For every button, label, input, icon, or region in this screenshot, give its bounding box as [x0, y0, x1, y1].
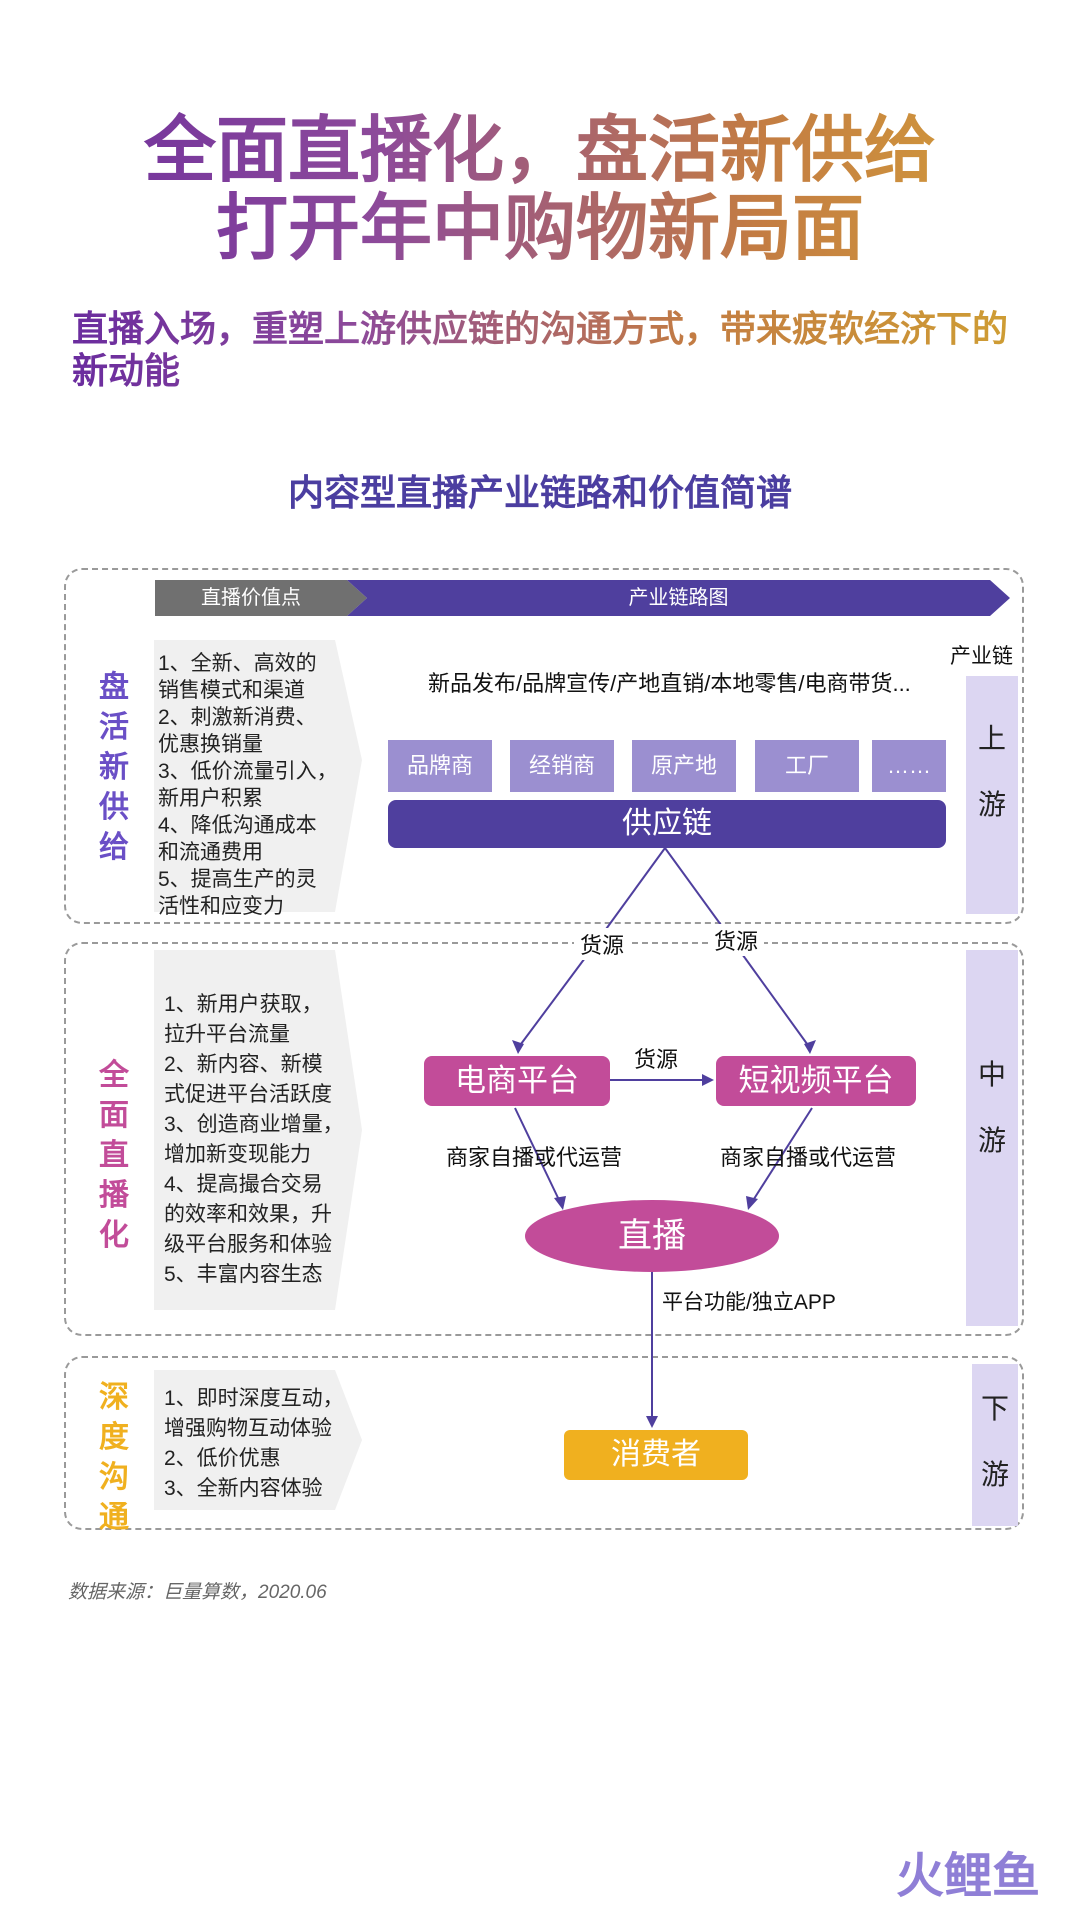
arrow-ecommerce-to-live [514, 1107, 561, 1203]
merchant-label-left: 商家自播或代运营 [446, 1145, 623, 1170]
arrow-to-ecommerce [517, 957, 586, 1049]
chip-factory: 工厂 [755, 740, 859, 792]
source-label-right: 货源 [708, 924, 765, 956]
upstream-list-bg [154, 640, 362, 912]
midstream-list-bg [154, 950, 362, 1310]
scene-text: 新品发布/品牌宣传/产地直销/本地零售/电商带货... [428, 671, 911, 696]
short-video-platform: 短视频平台 [716, 1056, 916, 1106]
watermark: 火鲤鱼 [895, 1850, 1040, 1903]
downstream-list: 1、即时深度互动， 增强购物互动体验 2、低价优惠 3、全新内容体验 [164, 1384, 364, 1504]
chip-origin: 原产地 [632, 740, 736, 792]
data-source: 数据来源：巨量算数，2020.06 [68, 1582, 327, 1603]
upstream-list: 1、全新、高效的 销售模式和渠道 2、刺激新消费、 优惠换销量 3、低价流量引入… [158, 650, 358, 920]
list-item: 2、低价优惠 [164, 1447, 281, 1470]
consumer-box: 消费者 [564, 1430, 748, 1480]
arrow-to-shortvideo [744, 957, 811, 1049]
chain-label: 产业链 [950, 645, 1013, 668]
list-item: 2、新内容、新模 式促进平台活跃度 [164, 1053, 332, 1106]
midstream-section [64, 942, 1024, 1336]
side-label-upstream: 盘活新供给 [99, 671, 129, 864]
title-line-1: 全面直播化，盘活新供给 [0, 108, 1080, 194]
side-label-downstream: 深度沟通 [99, 1381, 129, 1534]
midstream-list: 1、新用户获取， 拉升平台流量 2、新内容、新模 式促进平台活跃度 3、创造商业… [164, 990, 364, 1290]
list-item: 5、提高生产的灵 活性和应变力 [158, 868, 317, 918]
list-item: 1、即时深度互动， 增强购物互动体验 [164, 1387, 344, 1440]
tab-chain-shape [347, 580, 1010, 616]
stream-upstream: 上游 [966, 676, 1018, 914]
list-item: 3、创造商业增量， 增加新变现能力 [164, 1113, 344, 1166]
title-line-2: 打开年中购物新局面 [0, 186, 1080, 272]
stream-midstream: 中游 [966, 950, 1018, 1326]
list-item: 3、全新内容体验 [164, 1477, 323, 1500]
tab-value-shape [155, 580, 367, 616]
supply-chain-bar: 供应链 [388, 800, 946, 848]
subtitle: 直播入场，重塑上游供应链的沟通方式，带来疲软经济下的新动能 [72, 308, 1022, 392]
live-label: 直播 [618, 1217, 686, 1255]
list-item: 1、全新、高效的 销售模式和渠道 [158, 652, 317, 702]
tab-chain-diagram: 产业链路图 [628, 587, 729, 609]
source-label-left: 货源 [574, 928, 631, 960]
live-ellipse [525, 1200, 779, 1272]
list-item: 3、低价流量引入， 新用户积累 [158, 760, 338, 810]
list-item: 2、刺激新消费、 优惠换销量 [158, 706, 317, 756]
tab-value-points: 直播价值点 [201, 587, 301, 609]
upstream-section [64, 568, 1024, 924]
merchant-label-right: 商家自播或代运营 [720, 1145, 897, 1170]
downstream-list-bg [154, 1370, 362, 1510]
list-item: 5、丰富内容生态 [164, 1263, 323, 1286]
side-label-midstream: 全面直播化 [99, 1059, 129, 1252]
chip-brand: 品牌商 [388, 740, 492, 792]
list-item: 4、降低沟通成本 和流通费用 [158, 814, 317, 864]
ecommerce-platform: 电商平台 [424, 1056, 610, 1106]
stream-downstream: 下游 [972, 1364, 1018, 1526]
downstream-section [64, 1356, 1024, 1530]
arrow-shortvideo-to-live [751, 1107, 813, 1203]
list-item: 1、新用户获取， 拉升平台流量 [164, 993, 323, 1046]
diagram-title: 内容型直播产业链路和价值简谱 [287, 472, 792, 513]
chip-dealer: 经销商 [510, 740, 614, 792]
chip-more: …… [872, 740, 946, 792]
source-label-mid: 货源 [634, 1047, 679, 1072]
list-item: 4、提高撮合交易 的效率和效果，升 级平台服务和体验 [164, 1173, 332, 1256]
platform-label: 平台功能/独立APP [662, 1291, 836, 1314]
